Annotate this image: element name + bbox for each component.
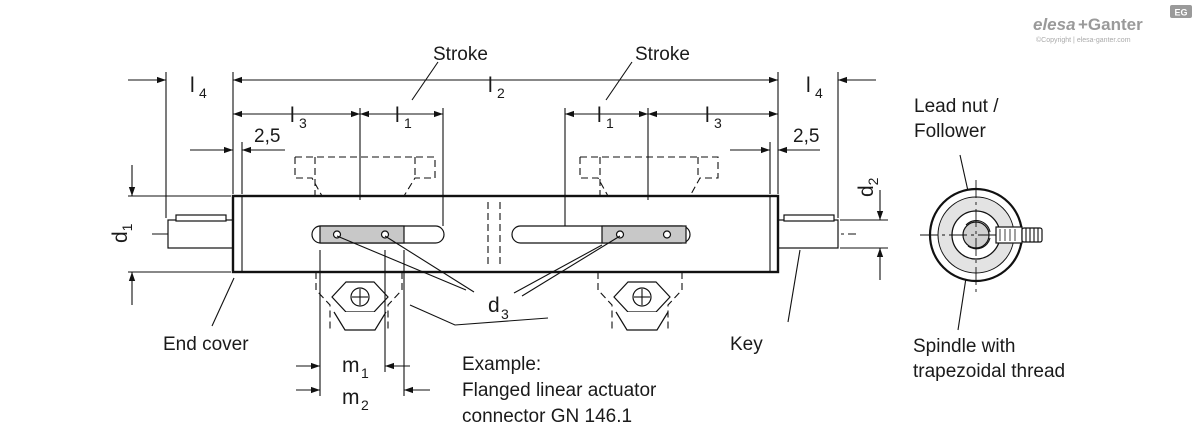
dim-d3-sub: 3 bbox=[501, 306, 509, 322]
dim-l1-right-sub: 1 bbox=[606, 115, 614, 131]
dim-l2: l bbox=[488, 74, 493, 97]
left-slot bbox=[311, 225, 445, 244]
brand-logo: elesa +Ganter EG ©Copyright | elesa-gant… bbox=[1033, 5, 1192, 44]
dim-d3: d bbox=[488, 294, 500, 317]
right-connector bbox=[579, 156, 719, 331]
lead-nut-label-line2: Follower bbox=[914, 121, 986, 142]
dim-l4-left: l bbox=[190, 74, 195, 97]
right-pin-icon-2 bbox=[662, 230, 672, 239]
end-view-section bbox=[920, 180, 1043, 292]
dim-l3-right-sub: 3 bbox=[714, 115, 722, 131]
dim-offset-left: 2,5 bbox=[254, 126, 280, 147]
right-shaft-end bbox=[777, 214, 839, 249]
brand-copyright: ©Copyright | elesa-ganter.com bbox=[1036, 36, 1131, 44]
example-label-line3: connector GN 146.1 bbox=[462, 406, 632, 427]
dim-l3-right: l bbox=[705, 104, 710, 127]
spindle-label-line1: Spindle with bbox=[913, 336, 1015, 357]
right-slot bbox=[511, 225, 691, 244]
leader-lines bbox=[211, 61, 971, 331]
brand-badge-icon bbox=[1170, 5, 1192, 18]
extension-lines bbox=[128, 72, 888, 396]
left-pin-icon-2 bbox=[380, 230, 390, 239]
dim-l1-right: l bbox=[597, 104, 602, 127]
dim-m1-sub: 1 bbox=[361, 365, 369, 381]
dim-m2-sub: 2 bbox=[361, 397, 369, 413]
brand-badge-text: EG bbox=[1174, 8, 1187, 18]
dim-l4-right: l bbox=[806, 74, 811, 97]
dim-d2: d2 bbox=[855, 177, 881, 197]
spindle-label-line2: trapezoidal thread bbox=[913, 361, 1065, 382]
stroke-label-right: Stroke bbox=[635, 44, 690, 65]
brand-name-elesa: elesa bbox=[1033, 15, 1076, 34]
dim-offset-right: 2,5 bbox=[793, 126, 819, 147]
right-pin-icon-1 bbox=[615, 230, 625, 239]
lead-nut-label-line1: Lead nut / bbox=[914, 96, 999, 117]
brand-name-ganter: +Ganter bbox=[1078, 15, 1143, 34]
dim-l2-sub: 2 bbox=[497, 85, 505, 101]
key-label: Key bbox=[730, 334, 763, 355]
example-label-line2: Flanged linear actuator bbox=[462, 380, 657, 401]
dim-l1-left-sub: 1 bbox=[404, 115, 412, 131]
end-cover-label: End cover bbox=[163, 334, 249, 355]
dim-m1: m bbox=[342, 354, 360, 377]
dim-l4-right-sub: 4 bbox=[815, 85, 823, 101]
left-shaft-end bbox=[167, 214, 234, 249]
dim-d1: d1 bbox=[109, 223, 135, 243]
dim-l3-left: l bbox=[290, 104, 295, 127]
dim-l3-left-sub: 3 bbox=[299, 115, 307, 131]
dim-l4-left-sub: 4 bbox=[199, 85, 207, 101]
left-connector bbox=[294, 156, 436, 331]
dim-l1-left: l bbox=[395, 104, 400, 127]
example-label-line1: Example: bbox=[462, 354, 541, 375]
dim-m2: m bbox=[342, 386, 360, 409]
stroke-label-left: Stroke bbox=[433, 44, 488, 65]
